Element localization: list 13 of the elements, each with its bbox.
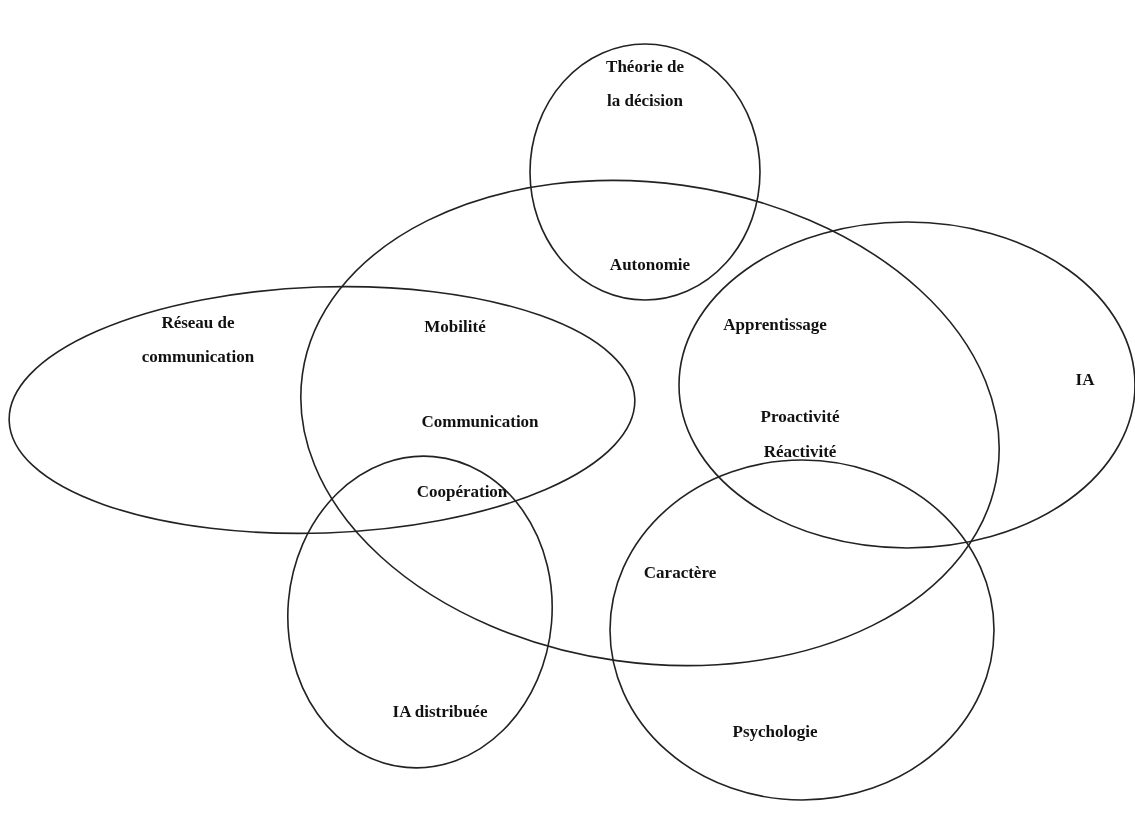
overlap-label: Caractère	[643, 562, 717, 584]
set-label: Psychologie	[731, 721, 819, 743]
overlap-label: Autonomie	[609, 254, 691, 276]
overlap-label: Communication	[421, 411, 539, 433]
overlap-label: Apprentissage	[723, 314, 827, 336]
set-label: Théorie de la décision	[605, 56, 685, 112]
overlap-label: Mobilité	[424, 316, 486, 338]
overlap-label: Coopération	[416, 481, 508, 503]
set-label: Réseau de communication	[140, 312, 256, 368]
set-label: IA	[1074, 369, 1096, 391]
overlap-label: Réactivité	[763, 441, 837, 463]
overlap-label: Proactivité	[760, 406, 840, 428]
set-label: IA distribuée	[391, 701, 489, 723]
